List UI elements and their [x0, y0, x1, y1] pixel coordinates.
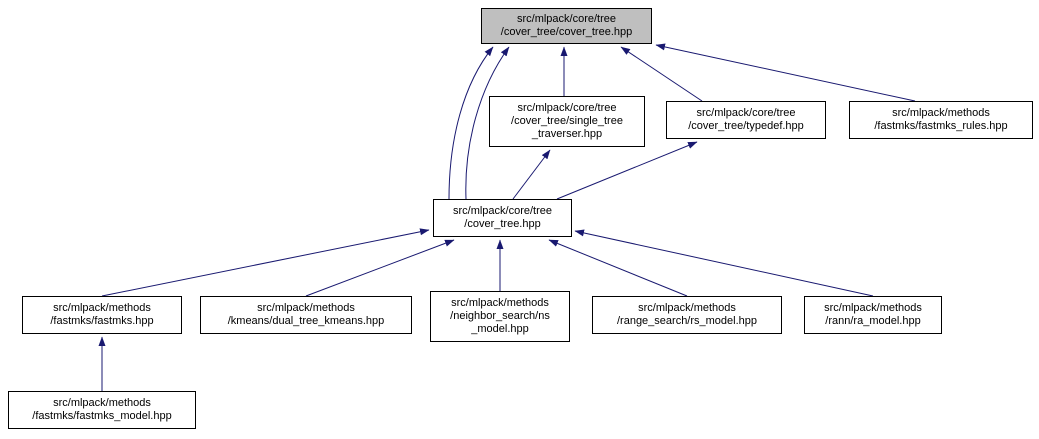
node-label-line: /range_search/rs_model.hpp [616, 315, 758, 327]
node-dual-tree-kmeans-hpp[interactable]: src/mlpack/methods /kmeans/dual_tree_kme… [200, 296, 412, 334]
node-fastmks-rules-hpp[interactable]: src/mlpack/methods /fastmks/fastmks_rule… [849, 101, 1033, 139]
node-label-line: /fastmks/fastmks_model.hpp [32, 410, 172, 422]
node-label-line: src/mlpack/methods [824, 302, 922, 314]
edge-fastmks-to-cover-tree-hpp [101, 228, 430, 297]
node-typedef-hpp[interactable]: src/mlpack/core/tree /cover_tree/typedef… [666, 101, 826, 139]
node-label-line: /fastmks/fastmks_rules.hpp [874, 120, 1008, 132]
edge-dual-tree-kmeans-to-cover-tree-hpp [305, 239, 455, 297]
node-label-line: /cover_tree/single_tree [511, 115, 623, 127]
edge-cover-tree-hpp-to-single-tree-traverser [512, 149, 551, 200]
node-ns-model-hpp[interactable]: src/mlpack/methods /neighbor_search/ns _… [430, 291, 570, 342]
node-label-line: src/mlpack/methods [53, 397, 151, 409]
node-label-line: src/mlpack/core/tree [516, 13, 617, 25]
node-label-line: /cover_tree/typedef.hpp [688, 120, 804, 132]
edge-typedef-to-root [620, 46, 703, 102]
node-fastmks-hpp[interactable]: src/mlpack/methods /fastmks/fastmks.hpp [22, 296, 182, 334]
node-label-line: /fastmks/fastmks.hpp [50, 315, 154, 327]
node-fastmks-model-hpp[interactable]: src/mlpack/methods /fastmks/fastmks_mode… [8, 391, 196, 429]
node-label-line: src/mlpack/methods [53, 302, 151, 314]
node-label-line: /cover_tree/cover_tree.hpp [500, 26, 633, 38]
edge-cover-tree-hpp-to-root-a [448, 46, 494, 200]
edge-fastmks-rules-to-root [655, 43, 916, 102]
node-label-line: _model.hpp [471, 323, 529, 335]
node-cover-tree-hpp[interactable]: src/mlpack/core/tree /cover_tree.hpp [433, 199, 572, 237]
node-label-line: _traverser.hpp [531, 128, 603, 140]
node-label-line: src/mlpack/methods [892, 107, 990, 119]
edge-ra-model-to-cover-tree-hpp [574, 229, 874, 297]
node-label-line: /cover_tree.hpp [464, 218, 541, 230]
node-label-line: src/mlpack/core/tree [517, 102, 617, 114]
node-label-line: src/mlpack/core/tree [696, 107, 796, 119]
node-label-line: /kmeans/dual_tree_kmeans.hpp [227, 315, 385, 327]
node-cover-tree-cover-tree-hpp: src/mlpack/core/tree /cover_tree/cover_t… [481, 8, 652, 44]
node-rs-model-hpp[interactable]: src/mlpack/methods /range_search/rs_mode… [592, 296, 782, 334]
node-label-line: /rann/ra_model.hpp [825, 315, 921, 327]
node-ra-model-hpp[interactable]: src/mlpack/methods /rann/ra_model.hpp [804, 296, 942, 334]
node-label-line: /neighbor_search/ns [450, 310, 550, 322]
node-label-line: src/mlpack/methods [638, 302, 736, 314]
node-label-line: src/mlpack/core/tree [452, 205, 553, 217]
edge-rs-model-to-cover-tree-hpp [548, 239, 688, 297]
node-label-line: src/mlpack/methods [257, 302, 355, 314]
node-label-line: src/mlpack/methods [451, 297, 549, 309]
node-single-tree-traverser-hpp[interactable]: src/mlpack/core/tree /cover_tree/single_… [489, 96, 645, 147]
edge-cover-tree-hpp-to-typedef [556, 141, 698, 200]
